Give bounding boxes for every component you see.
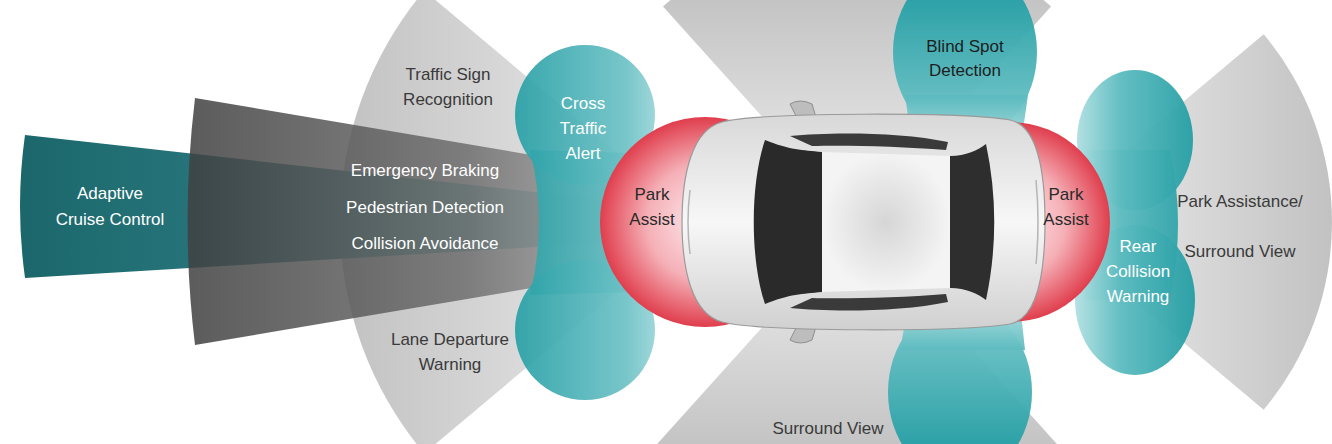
- car-side-window: [790, 294, 948, 310]
- zone-label: Rear Collision Warning: [1098, 234, 1178, 309]
- zone-label: Park Assist: [625, 182, 680, 232]
- zone-label: Park Assist: [1039, 182, 1094, 232]
- car-bumper: [1036, 180, 1038, 264]
- car-body: [682, 114, 1045, 330]
- zone-label: Blind Spot Detection: [925, 35, 1005, 83]
- zone-label: Emergency Braking: [351, 158, 499, 183]
- car-roof: [822, 152, 950, 292]
- zone-label: Collision Avoidance: [351, 231, 498, 256]
- car-bumper: [688, 190, 690, 254]
- zone-label: Lane Departure Warning: [388, 327, 513, 377]
- zone-label: Cross Traffic Alert: [553, 91, 613, 166]
- zone-label: Park Assistance/ Surround View: [1170, 177, 1310, 277]
- zone-label: Pedestrian Detection: [346, 195, 504, 220]
- car-windshield: [754, 140, 822, 304]
- zone-label: Surround View: [772, 416, 883, 441]
- zone-label: Adaptive Cruise Control: [53, 181, 168, 233]
- car-side-window: [790, 134, 948, 150]
- zone-label: Traffic Sign Recognition: [398, 62, 498, 112]
- car-rear-window: [950, 144, 994, 300]
